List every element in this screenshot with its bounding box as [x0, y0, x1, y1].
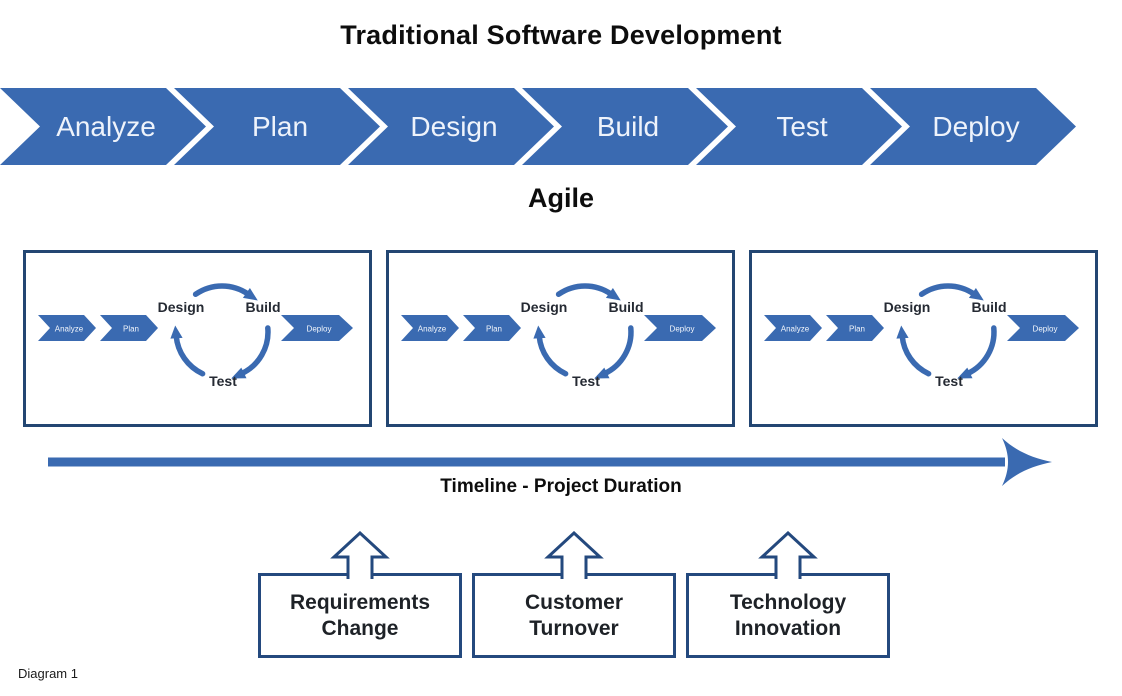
mini-chevron-plan-label: Plan	[486, 325, 502, 334]
cycle-label-design: Design	[521, 299, 568, 315]
mini-chevron-plan	[100, 315, 158, 341]
agile-cycle-graphic: Analyze Plan Deploy Design Build Test	[38, 283, 353, 389]
phase-label: Plan	[251, 110, 309, 142]
mini-chevron-plan	[463, 315, 521, 341]
agile-iteration-box: Analyze Plan Deploy Design Build Test	[23, 250, 372, 427]
cycle-arc-left	[173, 333, 206, 377]
cycle-label-design: Design	[158, 299, 205, 315]
driver-label-line2: Change	[321, 616, 399, 640]
cycle-label-test: Test	[572, 373, 600, 389]
driver: Technology Innovation	[686, 531, 890, 658]
phase-label: Deploy	[932, 110, 1020, 142]
agile-iteration-box: Analyze Plan Deploy Design Build Test	[749, 250, 1098, 427]
up-arrow-icon	[758, 531, 818, 579]
up-arrow-icon	[330, 531, 390, 579]
mini-chevron-deploy	[1007, 315, 1079, 341]
driver: Requirements Change	[258, 531, 462, 658]
driver-label-line1: Requirements	[289, 590, 431, 614]
traditional-title: Traditional Software Development	[340, 20, 782, 50]
cycle-arrowhead-top	[605, 288, 621, 301]
cycle-arrowhead-top	[968, 288, 984, 301]
cycle-arrowhead-right	[231, 367, 247, 379]
cycle-label-build: Build	[972, 299, 1007, 315]
driver-box: Technology Innovation	[686, 573, 890, 658]
driver-box: Customer Turnover	[472, 573, 676, 658]
cycle-arc-right	[601, 325, 634, 377]
diagram-caption: Diagram 1	[18, 666, 78, 681]
phase-label: Design	[410, 110, 498, 142]
mini-chevron-deploy-label: Deploy	[670, 325, 695, 334]
driver-label-line2: Innovation	[734, 616, 842, 640]
cycle-arrowhead-left	[170, 325, 183, 339]
mini-chevron-deploy	[281, 315, 353, 341]
phase-label: Analyze	[56, 110, 156, 142]
cycle-arc-top	[918, 283, 978, 298]
mini-chevron-analyze-label: Analyze	[781, 325, 810, 334]
phase-label: Test	[776, 110, 828, 142]
timeline-arrowhead-icon	[1002, 438, 1052, 486]
mini-chevron-analyze	[764, 315, 822, 341]
cycle-arrowhead-right	[594, 367, 610, 379]
cycle-arrowhead-left	[533, 325, 546, 339]
driver-label-line2: Turnover	[529, 616, 619, 640]
agile-title: Agile	[527, 183, 594, 213]
cycle-label-build: Build	[609, 299, 644, 315]
cycle-label-design: Design	[884, 299, 931, 315]
agile-iteration-box: Analyze Plan Deploy Design Build Test	[386, 250, 735, 427]
cycle-label-test: Test	[935, 373, 963, 389]
mini-chevron-plan	[826, 315, 884, 341]
driver-box: Requirements Change	[258, 573, 462, 658]
driver-label-line1: Technology	[729, 590, 847, 614]
cycle-arc-left	[536, 333, 569, 377]
agile-cycle-graphic: Analyze Plan Deploy Design Build Test	[401, 283, 716, 389]
cycle-arc-left	[899, 333, 932, 377]
driver: Customer Turnover	[472, 531, 676, 658]
mini-chevron-analyze-label: Analyze	[418, 325, 447, 334]
mini-chevron-deploy	[644, 315, 716, 341]
phase-label: Build	[596, 110, 660, 142]
phase-chevron-analyze: Analyze	[0, 88, 206, 165]
cycle-arrowhead-top	[242, 288, 258, 301]
mini-chevron-deploy-label: Deploy	[307, 325, 332, 334]
drivers-row: Requirements Change Customer Turnover Te…	[258, 531, 890, 658]
timeline-arrow	[48, 438, 1052, 486]
mini-chevron-plan-label: Plan	[123, 325, 139, 334]
up-arrow-icon	[544, 531, 604, 579]
timeline-arrow-shaft	[48, 457, 1005, 467]
agile-iterations-row: Analyze Plan Deploy Design Build Test	[23, 250, 1098, 427]
timeline-label: Timeline - Project Duration	[440, 476, 682, 497]
mini-chevron-deploy-label: Deploy	[1033, 325, 1058, 334]
cycle-arc-right	[238, 325, 271, 377]
cycle-arrowhead-left	[896, 325, 909, 339]
driver-label-line1: Customer	[524, 590, 624, 614]
mini-chevron-analyze-label: Analyze	[55, 325, 84, 334]
cycle-arc-top	[555, 283, 615, 298]
cycle-label-build: Build	[246, 299, 281, 315]
cycle-arc-top	[192, 283, 252, 298]
mini-chevron-analyze	[401, 315, 459, 341]
agile-cycle-graphic: Analyze Plan Deploy Design Build Test	[764, 283, 1079, 389]
phase-chevron-test: Test	[696, 88, 902, 165]
cycle-label-test: Test	[209, 373, 237, 389]
cycle-arrowhead-right	[957, 367, 973, 379]
traditional-phase-row: Analyze Plan Design Build Test Deploy	[0, 88, 1080, 165]
cycle-arc-right	[964, 325, 997, 377]
mini-chevron-analyze	[38, 315, 96, 341]
mini-chevron-plan-label: Plan	[849, 325, 865, 334]
